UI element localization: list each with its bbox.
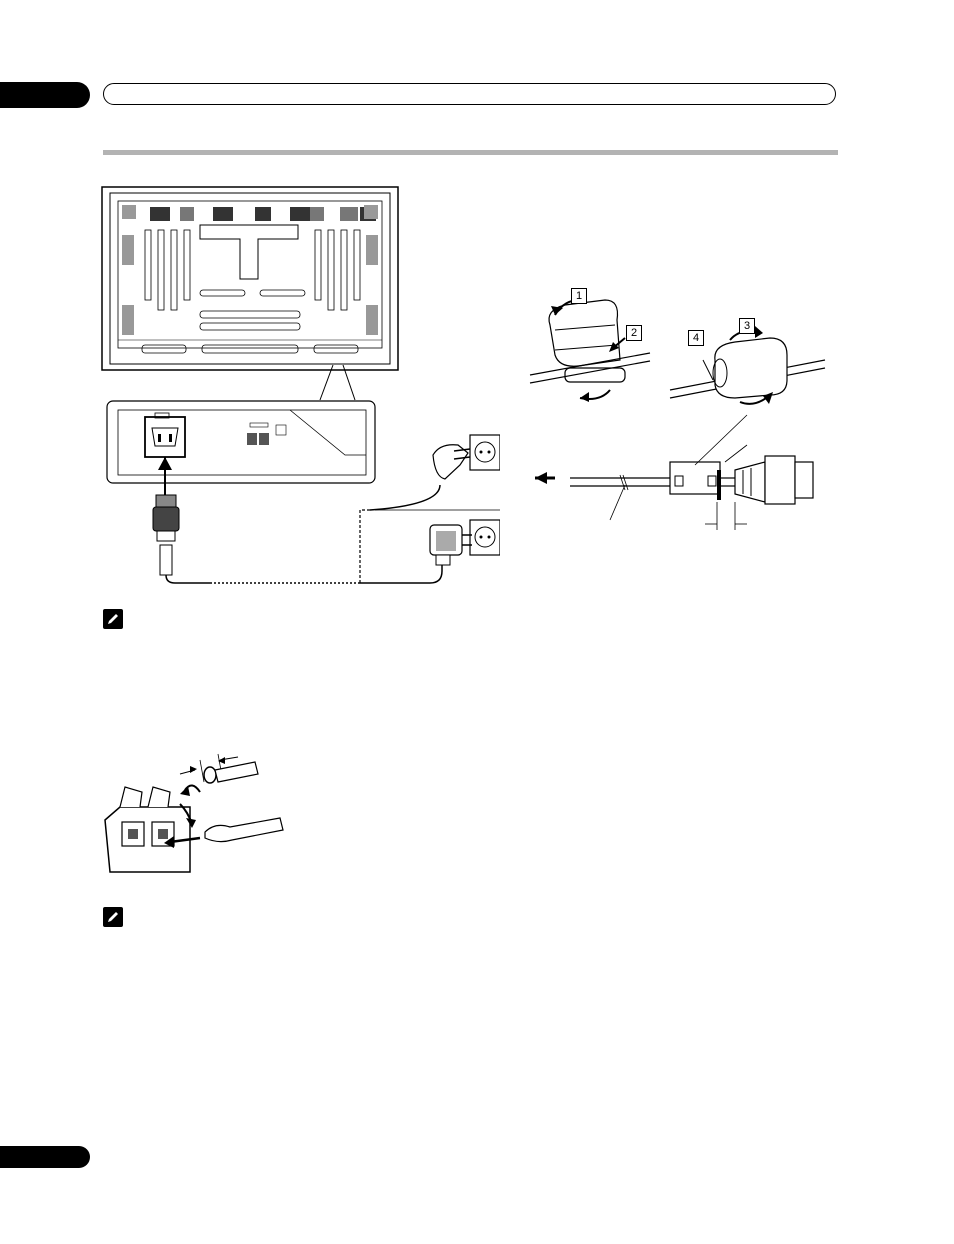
note-icon (103, 907, 123, 927)
chapter-tab (0, 82, 90, 108)
step-2-label: 2 (626, 325, 642, 341)
section-divider (103, 150, 838, 155)
wall-outlet-icon (433, 435, 500, 479)
speaker-terminal-icon (105, 787, 190, 872)
step-4-label: 4 (688, 330, 704, 346)
rear-panel-illustration (100, 185, 500, 590)
speaker-terminal-illustration (100, 752, 290, 882)
wall-outlet-uk-icon (430, 520, 500, 565)
page-number-tab (0, 1146, 90, 1168)
header-bar (103, 83, 836, 105)
power-plug-icon (153, 495, 179, 575)
note-icon (103, 609, 123, 629)
step-1-label: 1 (571, 288, 587, 304)
step-3-label: 3 (739, 318, 755, 334)
ferrite-core-steps-illustration (525, 280, 835, 540)
